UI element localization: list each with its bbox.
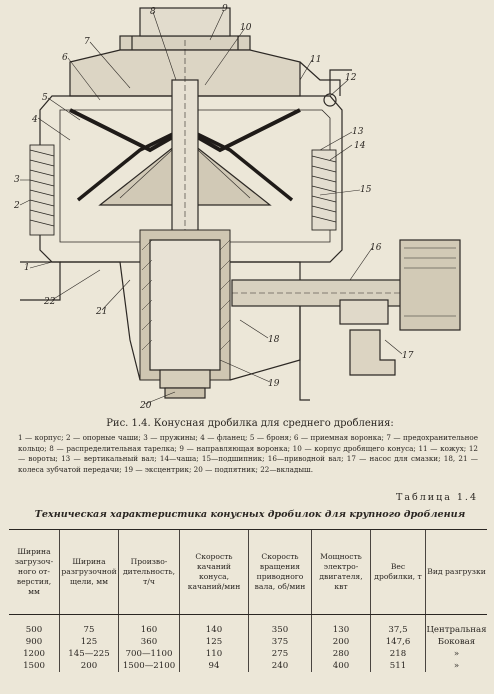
callout-12: 12 [345,73,357,83]
callout-1: 1 [24,263,30,273]
callout-20: 20 [139,401,152,411]
header-cell: Мощность электро­двигателя, квт [311,529,371,615]
table-cell: 130 [311,614,371,636]
callout-9: 9 [222,4,228,14]
table-cell: 160 [118,614,180,636]
callout-21: 21 [95,307,107,317]
header-cell: Произво­дитель­ность, т/ч [118,529,180,615]
table-cell: » [425,660,487,672]
callout-22: 22 [43,297,56,307]
table-row: 1200 145—225 700—1100 110 275 280 218 » [9,648,487,660]
table-cell: 94 [179,660,249,672]
table-cell: 900 [25,637,43,647]
callout-2: 2 [13,201,20,211]
table-cell: » [425,648,487,660]
table-row: 500 75 160 140 350 130 37,5 Централь­ная [9,614,487,636]
header-cell: Ширина загрузоч­ного от­верстия, мм [9,529,60,615]
table-cell: 1500—2100 [118,660,180,672]
header-cell: Вес дробилки, т [370,529,426,615]
callout-11: 11 [310,55,321,65]
callout-14: 14 [354,141,366,151]
table-cell: 110 [179,648,249,660]
header-cell: Скорость вращения приводного вала, об/ми… [248,529,312,615]
table-row: 1500 200 1500—2100 94 240 400 511 » [9,660,487,672]
header-cell: Скорость качаний конуса, качаний/мин [179,529,249,615]
figure-caption: Рис. 1.4. Конусная дробилка для среднего… [106,418,394,429]
table-cell: 200 [311,636,371,648]
table-cell: 75 [59,614,119,636]
callout-10: 10 [240,23,252,33]
callout-3: 3 [14,175,20,185]
table-title: Техническая характеристика конусных дроб… [34,509,466,520]
table-cell: 125 [59,636,119,648]
table-cell: Централь­ная [425,614,487,636]
table-label: Таблица 1.4 [396,492,478,503]
callout-6: 6 [62,53,68,63]
table-cell: 200 [59,660,119,672]
crusher-drawing: 8 9 10 7 6 11 12 5 4 13 14 3 15 2 16 1 2… [13,4,461,411]
figure-legend: 1 — корпус; 2 — опорные чаши; 3 — пружин… [18,433,478,474]
table-cell: 350 [248,614,312,636]
table-cell: 218 [370,648,426,660]
table-cell: 700—1100 [118,648,180,660]
header-cell: Ширина разгру­зочной щели, мм [59,529,119,615]
table-cell: 500 [25,625,43,635]
table-cell: 145—225 [59,648,119,660]
table-cell: 280 [311,648,371,660]
callout-15: 15 [360,185,372,195]
table-cell: 240 [248,660,312,672]
table-cell: 1200 [23,649,45,659]
table-header-row: Ширина загрузоч­ного от­верстия, мм Шири… [9,529,487,615]
table-cell: 275 [248,648,312,660]
table-cell: 511 [370,660,426,672]
callout-5: 5 [42,93,48,103]
table-cell: 147,6 [370,636,426,648]
table-cell: 400 [311,660,371,672]
callout-17: 17 [402,351,414,361]
table-cell: Боковая [425,636,487,648]
callout-16: 16 [370,243,382,253]
callout-4: 4 [31,115,38,125]
table-row: 900 125 360 125 375 200 147,6 Боковая [9,636,487,648]
table-cell: 375 [248,636,312,648]
table-cell: 360 [118,636,180,648]
header-cell: Вид разгрузки [425,529,487,615]
callout-13: 13 [352,127,364,137]
callout-19: 19 [268,379,280,389]
callout-8: 8 [150,7,156,17]
table-cell: 37,5 [370,614,426,636]
callout-7: 7 [84,37,90,47]
callout-18: 18 [268,335,280,345]
table-cell: 140 [179,614,249,636]
table-cell: 1500 [23,661,45,671]
table-cell: 125 [179,636,249,648]
spec-table: Ширина загрузоч­ного от­верстия, мм Шири… [9,529,487,672]
